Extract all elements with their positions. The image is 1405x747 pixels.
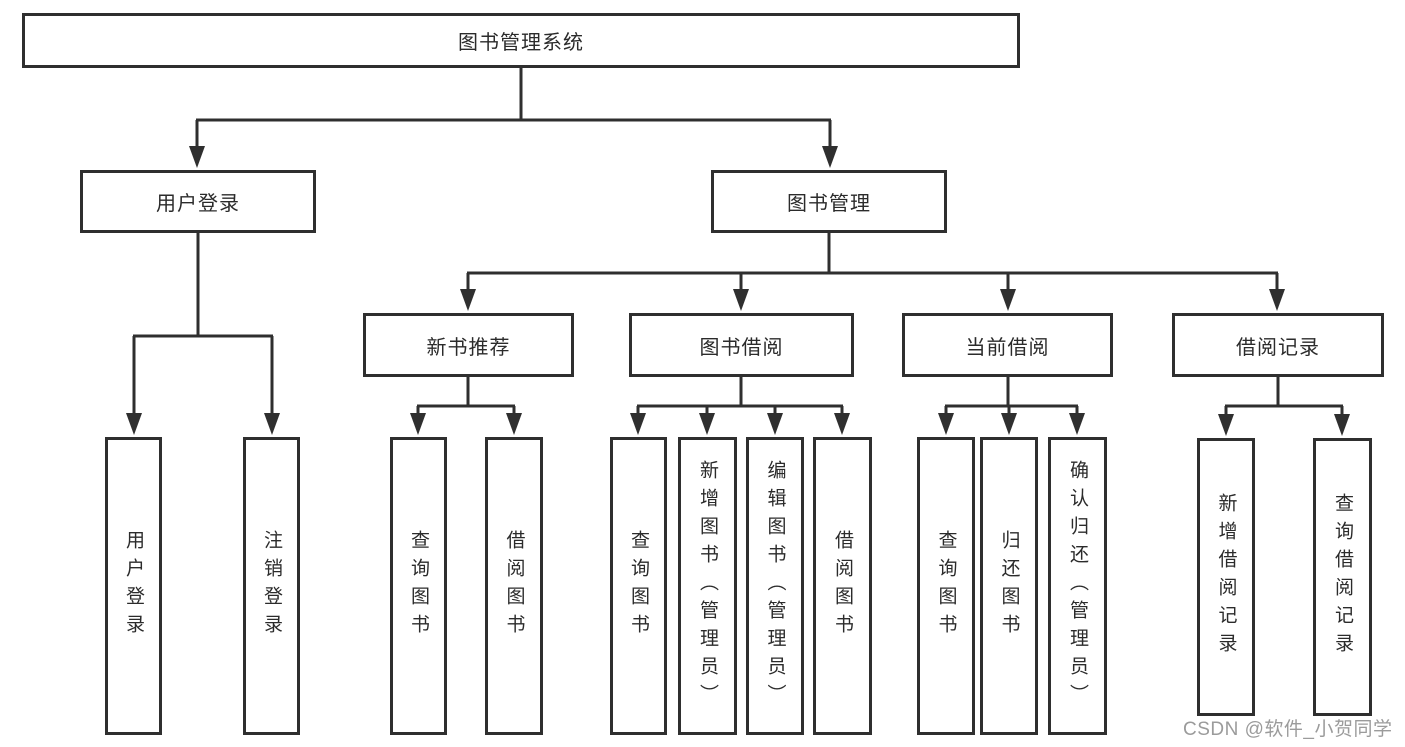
csdn-watermark: CSDN @软件_小贺同学 xyxy=(1183,719,1393,740)
connector-userlogin-to-leaves xyxy=(132,233,274,416)
node-label: 归还图书 xyxy=(998,530,1020,642)
node-label: 编辑图书（管理员） xyxy=(764,460,786,712)
connector-newbook-to-leaves xyxy=(416,377,516,416)
node-leaf-borrow-books-borrowing: 借阅图书 xyxy=(813,437,872,735)
connector-currentborrow-to-leaves xyxy=(944,377,1079,416)
node-leaf-borrow-books-recommend: 借阅图书 xyxy=(485,437,543,735)
node-label: 确认归还（管理员） xyxy=(1067,460,1088,712)
connector-root-to-level2 xyxy=(195,68,832,149)
node-label: 查询借阅记录 xyxy=(1332,493,1353,661)
connector-bookborrow-to-leaves xyxy=(636,377,844,416)
node-leaf-query-books-current: 查询图书 xyxy=(917,437,975,735)
node-leaf-add-borrow-record: 新增借阅记录 xyxy=(1197,438,1255,716)
node-label: 注销登录 xyxy=(261,530,282,642)
node-leaf-add-books-admin: 新增图书（管理员） xyxy=(678,437,737,735)
node-user-login: 用户登录 xyxy=(80,170,316,233)
node-leaf-edit-books-admin: 编辑图书（管理员） xyxy=(746,437,804,735)
node-label: 借阅图书 xyxy=(503,530,525,642)
connector-records-to-leaves xyxy=(1224,377,1344,417)
node-borrowing-records: 借阅记录 xyxy=(1172,313,1384,377)
node-label: 借阅图书 xyxy=(832,530,853,642)
node-leaf-query-books-recommend: 查询图书 xyxy=(390,437,447,735)
node-leaf-query-borrow-record: 查询借阅记录 xyxy=(1313,438,1372,716)
node-book-borrowing: 图书借阅 xyxy=(629,313,854,377)
node-label: 查询图书 xyxy=(408,530,429,642)
arrowheads xyxy=(126,146,1350,436)
node-label: 用户登录 xyxy=(123,530,144,642)
node-leaf-logout: 注销登录 xyxy=(243,437,300,735)
node-book-management: 图书管理 xyxy=(711,170,947,233)
node-leaf-confirm-return-admin: 确认归还（管理员） xyxy=(1048,437,1107,735)
node-leaf-query-books-borrowing: 查询图书 xyxy=(610,437,667,735)
node-label: 新增图书（管理员） xyxy=(697,460,718,712)
node-leaf-user-login: 用户登录 xyxy=(105,437,162,735)
node-current-borrowing: 当前借阅 xyxy=(902,313,1113,377)
node-new-book-recommend: 新书推荐 xyxy=(363,313,574,377)
node-label: 查询图书 xyxy=(628,530,649,642)
connector-bookmgmt-to-level3 xyxy=(466,233,1279,292)
node-label: 查询图书 xyxy=(935,530,957,642)
node-leaf-return-books: 归还图书 xyxy=(980,437,1038,735)
node-root-library-management-system: 图书管理系统 xyxy=(22,13,1020,68)
node-label: 新增借阅记录 xyxy=(1215,493,1237,661)
